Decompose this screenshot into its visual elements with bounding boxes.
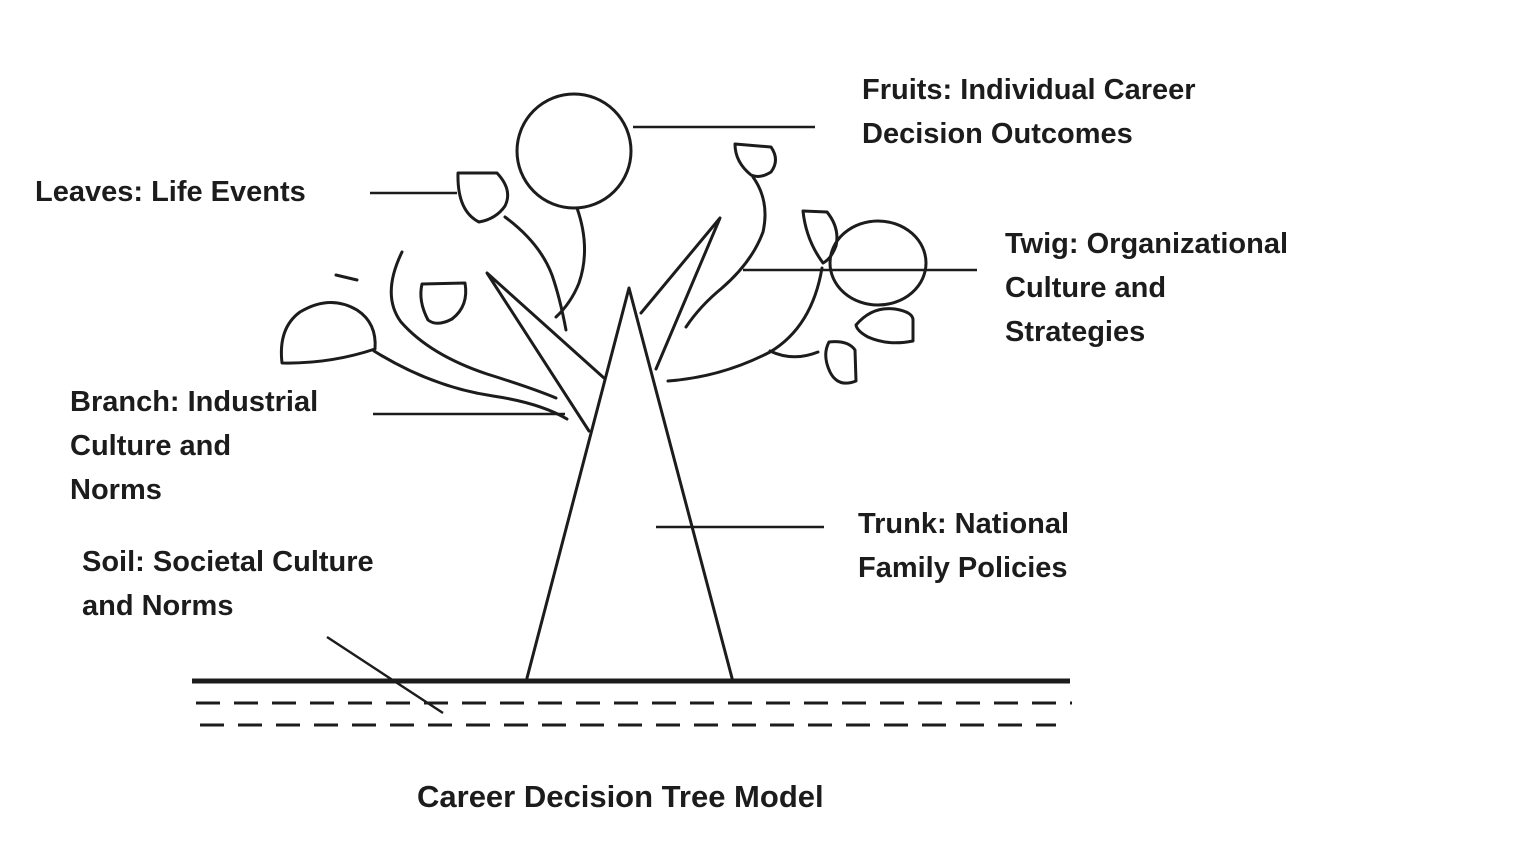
fruit-circle-small [828,219,928,307]
leaf-cluster-right [854,307,915,345]
branch-label: Branch: Industrial Culture and Norms [70,380,318,512]
fruits-label: Fruits: Individual Career Decision Outco… [862,68,1196,156]
trunk-label: Trunk: National Family Policies [858,502,1069,590]
branch-label-line-1: Branch: Industrial [70,386,319,418]
trunk-label-line-2: Family Policies [858,552,1068,584]
branch-spike-right [639,216,722,371]
soil-label-line-2: and Norms [82,590,234,622]
leaf-mid-left [419,281,468,325]
branch-arc-left-upper [389,250,558,400]
trunk-label-line-1: Trunk: National [858,508,1070,540]
branch-arc-left-lower [372,349,569,421]
leaves-label-line-1: Leaves: Life Events [35,176,306,208]
soil-label-line-1: Soil: Societal Culture [82,546,374,578]
fruits-label-line-2: Decision Outcomes [862,118,1133,150]
leaf-upper-left [456,171,510,224]
soil-label: Soil: Societal Culture and Norms [82,540,374,628]
twig-dash [334,273,359,282]
branch-label-line-2: Culture and [70,430,232,462]
twig-label-line-1: Twig: Organizational [1005,228,1289,260]
leaf-cluster-bottom [824,340,858,385]
fruits-label-line-1: Fruits: Individual Career [862,74,1196,106]
twig-label: Twig: Organizational Culture and Strateg… [1005,222,1288,354]
trunk-shape [525,286,734,680]
diagram-title: Career Decision Tree Model [417,779,824,814]
leaf-big-left [279,301,377,365]
branch-arc-right-tail [768,349,820,359]
leaves-label: Leaves: Life Events [35,170,306,214]
soil-pointer-line [326,635,444,715]
leaf-top-right [733,142,777,178]
branch-spike-left [485,271,606,433]
twig-stem [684,175,767,329]
fruit-circle-large [515,92,633,210]
twig-label-line-3: Strategies [1005,316,1146,348]
fruit-stem [554,206,587,319]
leaf-stem-left [503,215,568,332]
twig-label-line-2: Culture and [1005,272,1167,304]
leaf-cluster-upper [801,209,839,265]
branch-label-line-3: Norms [70,474,162,506]
